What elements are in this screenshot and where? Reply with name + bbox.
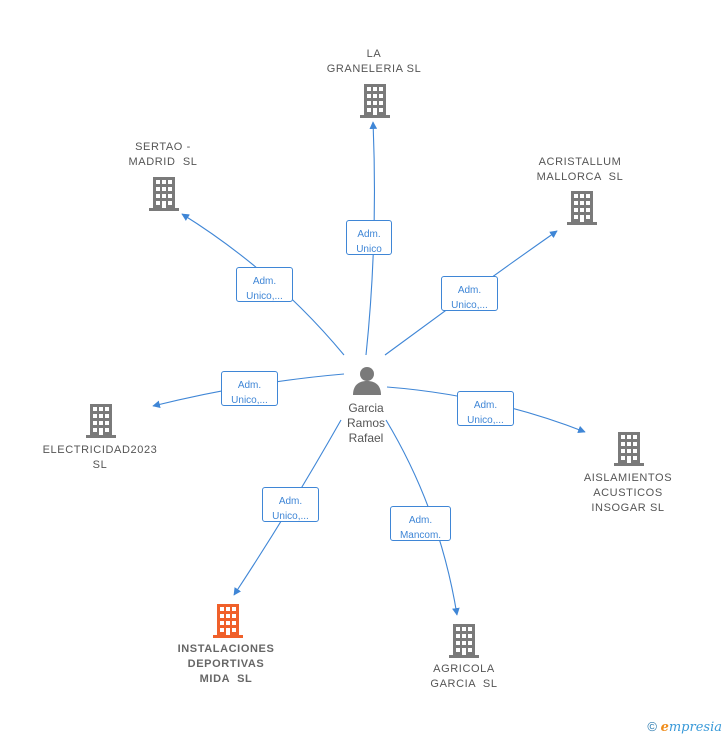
- building-icon: [567, 191, 597, 225]
- building-icon: [213, 604, 243, 638]
- role-label-instalaciones-deportivas[interactable]: Adm. Unico,...: [262, 487, 319, 522]
- brand-logo: empresia: [661, 720, 722, 735]
- building-icon: [149, 177, 179, 211]
- company-name-acristallum-mallorca[interactable]: ACRISTALLUM MALLORCA SL: [536, 156, 624, 183]
- building-icon: [86, 404, 116, 438]
- role-label-aislamientos-acusticos[interactable]: Adm. Unico,...: [457, 391, 514, 426]
- role-label-electricidad2023[interactable]: Adm. Unico,...: [221, 371, 278, 406]
- role-label-agricola-garcia[interactable]: Adm. Mancom.: [390, 506, 451, 541]
- role-label-sertao-madrid[interactable]: Adm. Unico,...: [236, 267, 293, 302]
- company-name-la-graneleria[interactable]: LA GRANELERIA SL: [326, 48, 422, 75]
- brand-initial: e: [660, 720, 669, 735]
- role-label-acristallum-mallorca[interactable]: Adm. Unico,...: [441, 276, 498, 311]
- company-name-sertao-madrid[interactable]: SERTAO - MADRID SL: [128, 141, 198, 168]
- building-icon: [360, 84, 390, 118]
- company-name-instalaciones-deportivas[interactable]: INSTALACIONES DEPORTIVAS MIDA SL: [177, 643, 275, 685]
- building-icon: [449, 624, 479, 658]
- footer-brand: © empresia: [647, 719, 722, 735]
- brand-text: mpresia: [668, 720, 722, 735]
- company-name-agricola-garcia[interactable]: AGRICOLA GARCIA SL: [430, 663, 498, 690]
- person-name[interactable]: Garcia Ramos Rafael: [346, 401, 386, 445]
- building-icon: [614, 432, 644, 466]
- company-name-electricidad2023[interactable]: ELECTRICIDAD2023 SL: [42, 444, 158, 471]
- company-name-aislamientos-acusticos[interactable]: AISLAMIENTOS ACUSTICOS INSOGAR SL: [583, 472, 673, 514]
- copyright-icon: ©: [647, 719, 657, 734]
- role-label-la-graneleria[interactable]: Adm. Unico: [346, 220, 392, 255]
- person-icon: [353, 367, 381, 395]
